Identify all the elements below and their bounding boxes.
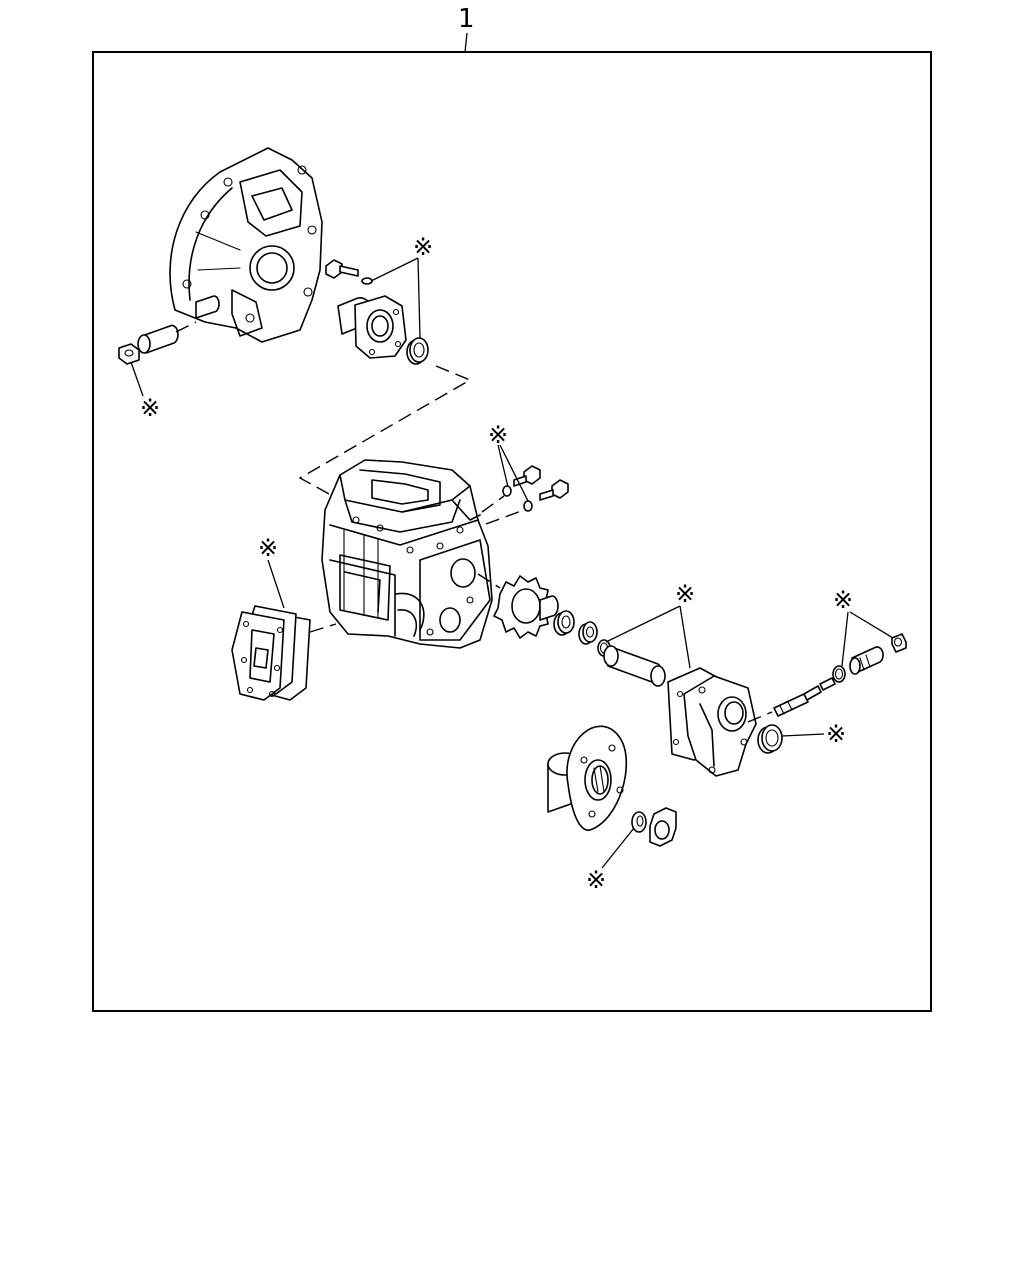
- asterisk-marker-c: ※: [488, 421, 508, 449]
- bearing-counter-a: [553, 610, 575, 636]
- asterisk-marker-g: ※: [833, 586, 853, 614]
- washer-case-a: [502, 485, 512, 497]
- callout-number-1: 1: [458, 4, 475, 34]
- flange-nut: [649, 807, 677, 847]
- side-cover-gaskets: [231, 605, 311, 701]
- o-ring-speedo: [832, 665, 846, 683]
- bolt-case-b: [539, 479, 569, 501]
- bearing-counter-b: [578, 621, 598, 645]
- rear-oil-seal: [757, 724, 783, 754]
- asterisk-marker-e: ※: [675, 580, 695, 608]
- kit-frame: [92, 51, 932, 1012]
- speedo-sleeve: [849, 646, 884, 675]
- o-ring-retainer: [361, 277, 373, 285]
- bearing-retainer: [337, 295, 407, 359]
- speedometer-shaft: [773, 677, 836, 717]
- gear-cluster: [493, 575, 559, 639]
- oil-seal-retainer: [406, 337, 429, 365]
- callout-leader: [464, 32, 468, 53]
- bell-housing: [169, 147, 323, 343]
- bolt-case-a: [513, 465, 541, 487]
- washer-case-b: [523, 500, 533, 512]
- extension-housing: [683, 675, 757, 777]
- bolt-retainer: [325, 259, 359, 279]
- asterisk-marker-f: ※: [826, 720, 846, 748]
- asterisk-marker-d: ※: [258, 534, 278, 562]
- companion-flange: [547, 725, 628, 831]
- asterisk-marker-a: ※: [140, 394, 160, 422]
- nut-small: [118, 343, 140, 365]
- output-sleeve: [603, 645, 666, 687]
- flange-washer: [631, 811, 647, 833]
- transmission-case: [321, 459, 493, 649]
- speedo-cap: [891, 633, 907, 653]
- asterisk-marker-h: ※: [586, 866, 606, 894]
- asterisk-marker-b: ※: [413, 233, 433, 261]
- dowel-pin: [137, 321, 197, 354]
